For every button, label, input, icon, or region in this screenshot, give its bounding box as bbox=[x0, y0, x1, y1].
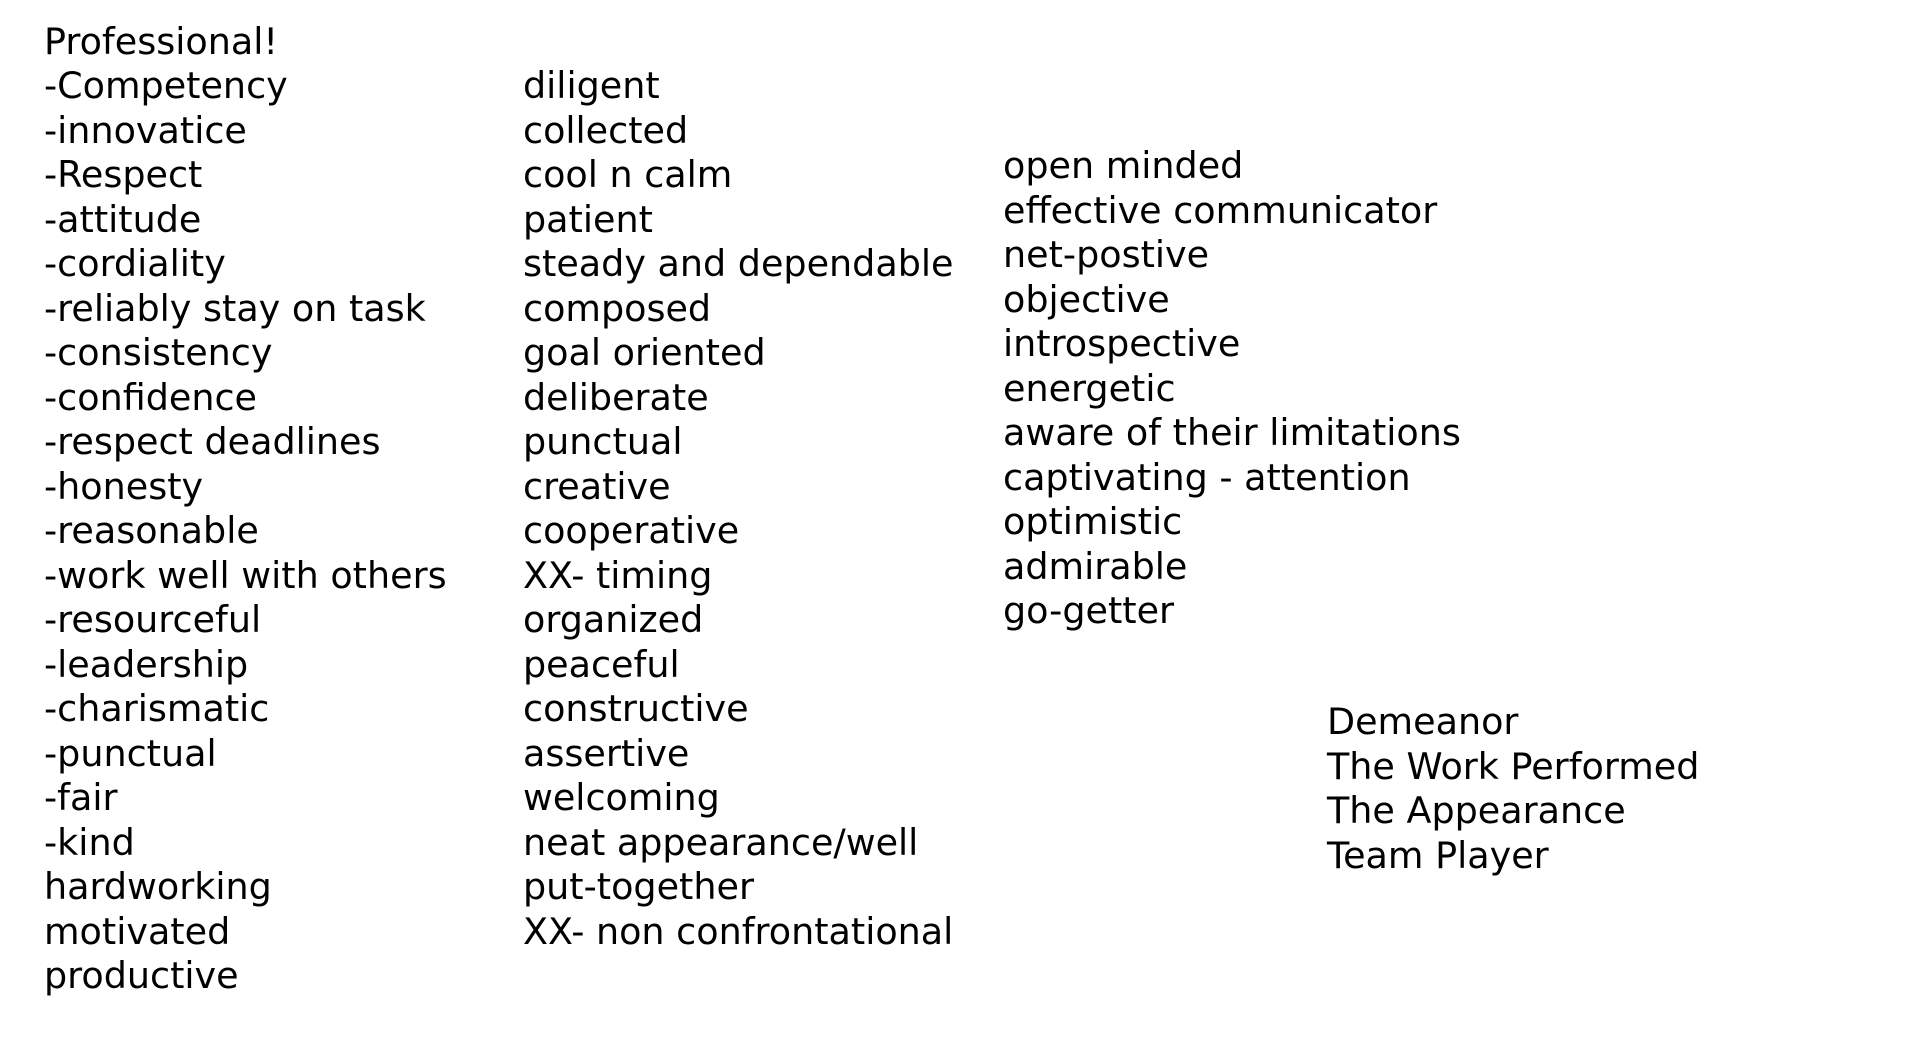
trait-item: goal oriented bbox=[523, 331, 766, 374]
trait-item: XX- non confrontational bbox=[523, 909, 954, 953]
trait-item: punctual bbox=[523, 420, 683, 463]
trait-item: -respect deadlines bbox=[44, 420, 381, 463]
trait-item: open minded bbox=[1003, 144, 1244, 187]
trait-item: put-together bbox=[523, 865, 754, 908]
trait-item: objective bbox=[1003, 277, 1170, 321]
trait-item: -leadership bbox=[44, 642, 249, 686]
trait-item: constructive bbox=[523, 687, 749, 730]
trait-item: -Competency bbox=[44, 64, 288, 107]
trait-item: -kind bbox=[44, 820, 135, 864]
trait-item: -cordiality bbox=[44, 242, 226, 285]
category-item: The Work Performed bbox=[1327, 744, 1700, 788]
trait-item: cool n calm bbox=[523, 153, 733, 196]
trait-item: -reasonable bbox=[44, 509, 259, 552]
category-item: Team Player bbox=[1327, 833, 1549, 877]
trait-item: cooperative bbox=[523, 509, 740, 552]
trait-item: -resourceful bbox=[44, 598, 262, 641]
trait-item: creative bbox=[523, 464, 671, 508]
trait-item: -honesty bbox=[44, 464, 204, 508]
trait-item: peaceful bbox=[523, 642, 680, 686]
trait-item: effective communicator bbox=[1003, 188, 1438, 232]
trait-item: -Respect bbox=[44, 153, 203, 196]
trait-item: energetic bbox=[1003, 366, 1176, 410]
trait-list-column-1: -Competency-innovatice-Respect-attitude-… bbox=[44, 64, 447, 999]
trait-item: -punctual bbox=[44, 731, 217, 775]
trait-item: introspective bbox=[1003, 322, 1241, 365]
trait-item: steady and dependable bbox=[523, 242, 954, 285]
trait-item: hardworking bbox=[44, 865, 272, 908]
trait-item: captivating - attention bbox=[1003, 455, 1411, 499]
trait-item: diligent bbox=[523, 64, 660, 107]
trait-item: -work well with others bbox=[44, 553, 447, 597]
trait-item: patient bbox=[523, 197, 653, 241]
trait-item: neat appearance/well bbox=[523, 820, 919, 864]
trait-item: composed bbox=[523, 286, 712, 330]
trait-item: -charismatic bbox=[44, 687, 270, 730]
trait-item: XX- timing bbox=[523, 553, 713, 597]
trait-item: -attitude bbox=[44, 197, 202, 241]
category-item: Demeanor bbox=[1327, 700, 1519, 743]
trait-item: net-postive bbox=[1003, 233, 1210, 276]
trait-item: organized bbox=[523, 598, 704, 641]
trait-item: motivated bbox=[44, 909, 231, 953]
trait-item: deliberate bbox=[523, 375, 709, 419]
category-item: The Appearance bbox=[1327, 789, 1626, 832]
trait-item: -confidence bbox=[44, 375, 257, 419]
trait-item: -fair bbox=[44, 776, 118, 819]
trait-item: assertive bbox=[523, 731, 690, 775]
trait-item: -innovatice bbox=[44, 108, 247, 152]
trait-item: collected bbox=[523, 108, 689, 152]
trait-item: go-getter bbox=[1003, 589, 1175, 632]
trait-item: optimistic bbox=[1003, 500, 1183, 543]
trait-item: welcoming bbox=[523, 776, 720, 819]
trait-item: admirable bbox=[1003, 544, 1188, 588]
trait-item: -consistency bbox=[44, 331, 273, 374]
trait-item: productive bbox=[44, 954, 239, 997]
page-heading: Professional! bbox=[44, 20, 278, 63]
trait-item: aware of their limitations bbox=[1003, 411, 1461, 454]
trait-item: -reliably stay on task bbox=[44, 286, 426, 330]
